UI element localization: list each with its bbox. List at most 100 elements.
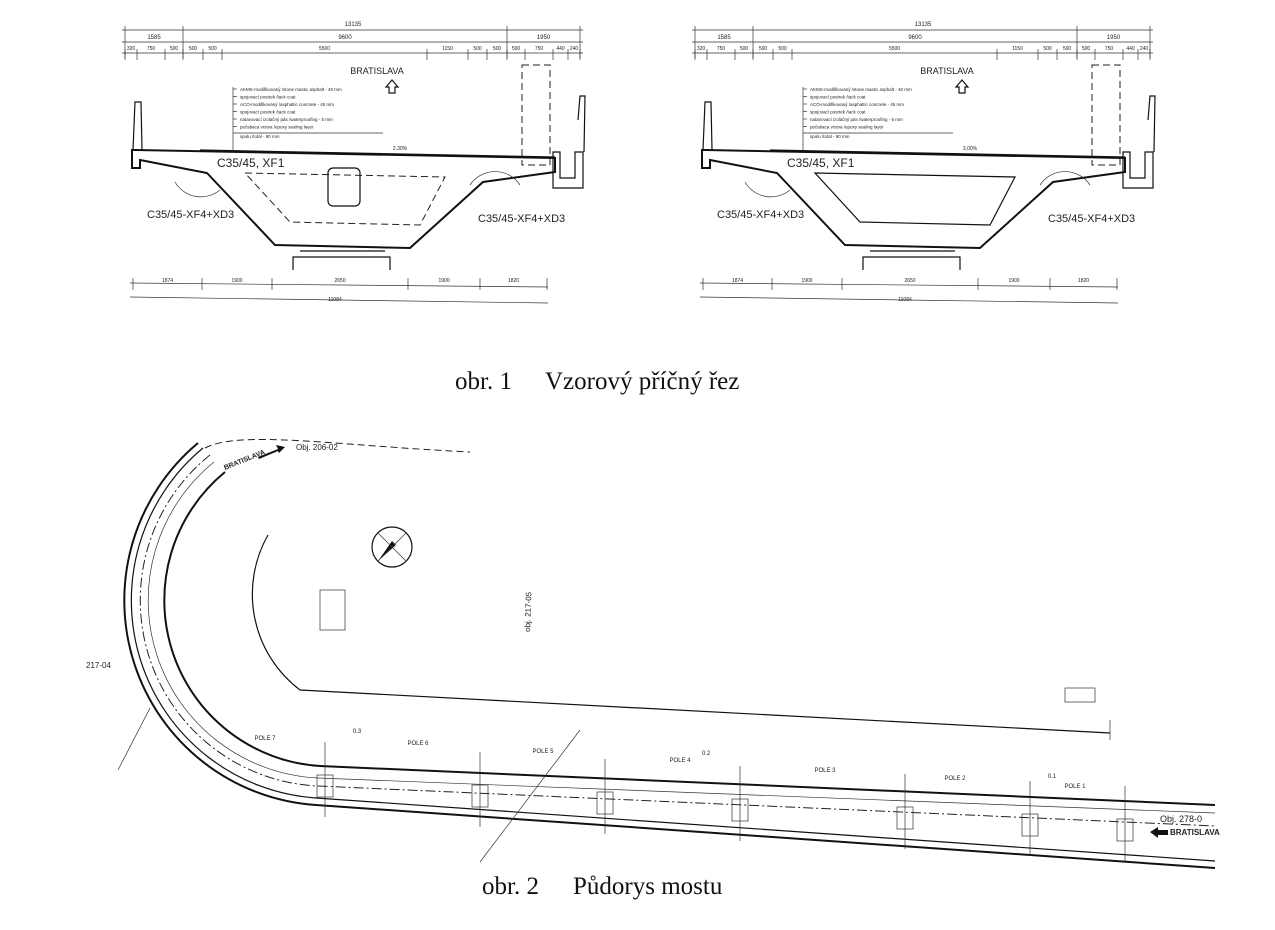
figure-2-caption: obr. 2 Půdorys mostu [482, 873, 723, 900]
dimension-tier3: 500 [759, 46, 768, 52]
drawing-line [129, 282, 549, 288]
cornice-concrete-left: C35/45-XF4+XD3 [147, 209, 234, 221]
dimension-bottom: 1874 [732, 278, 743, 284]
cornice-concrete-right: C35/45-XF4+XD3 [478, 213, 565, 225]
deck-inner-edge [163, 471, 1216, 806]
dimension-tier3: 1150 [442, 46, 453, 52]
clearance-outline [521, 64, 551, 166]
right-railing [1147, 95, 1156, 153]
span-label: POLE 6 [407, 741, 429, 747]
support-label: 0.2 [702, 751, 711, 757]
box-girder-outline [701, 149, 1126, 250]
pavement-layer-text: pečatiaca vrstva /epoxy sealing layer [240, 125, 314, 130]
span-label: POLE 3 [814, 768, 836, 774]
direction-arrow-icon [384, 79, 400, 94]
pavement-layer-text: spojovací postrek /tack coat [240, 95, 296, 100]
dimension-tier3: 500 [512, 46, 521, 52]
pavement-layer-text: ACO-modifikovaný /asphaltic concrete - 4… [810, 102, 904, 107]
dimension-tier2: 9600 [338, 35, 352, 41]
dimension-tier2: 1585 [147, 35, 161, 41]
direction-label-top: BRATISLAVA [223, 449, 266, 472]
box-void [243, 172, 446, 226]
figure-2-title: Půdorys mostu [573, 873, 723, 900]
pavement-layer-text: AKMS-modifikovaný /stone mastic asphalt … [240, 87, 342, 92]
dimension-tier3: 750 [147, 46, 156, 52]
span-label: POLE 2 [944, 776, 966, 782]
dimension-overall: 13135 [915, 22, 932, 28]
pavement-layer-text: AKMS-modifikovaný /stone mastic asphalt … [810, 87, 912, 92]
pavement-layer-text: spojovací postrek /tack coat [240, 110, 296, 115]
right-cornice [1122, 151, 1154, 189]
alignment-curve [204, 438, 471, 453]
dimension-bottom: 1900 [438, 278, 449, 284]
box-void [813, 172, 1016, 226]
arrow-right-icon [258, 445, 285, 459]
span-label: POLE 1 [1064, 784, 1086, 790]
direction-label: BRATISLAVA [920, 66, 974, 76]
drawing-line [699, 296, 1119, 304]
deck-outer-edge-2 [130, 447, 1216, 862]
dimension-tier3: 320 [697, 46, 706, 52]
object-label-right: Obj. 278-0 [1160, 814, 1202, 824]
dimension-tier2: 1950 [1107, 35, 1121, 41]
clearance-outline [1091, 64, 1121, 166]
deck-concrete-label: C35/45, XF1 [787, 156, 855, 170]
dimension-tier3: 1150 [1012, 46, 1023, 52]
dimension-tier2: 9600 [908, 35, 922, 41]
north-arrow-circle [371, 526, 413, 568]
pavement-layer-text: pečatiaca vrstva /epoxy sealing layer [810, 125, 884, 130]
dimension-overall: 13135 [345, 22, 362, 28]
span-label: POLE 5 [532, 749, 554, 755]
dimension-tier3: 500 [778, 46, 787, 52]
dimension-tier2: 1950 [537, 35, 551, 41]
dimension-tier3: 440 [556, 46, 565, 52]
dimension-tier3: 500 [1082, 46, 1091, 52]
left-railing [702, 101, 713, 151]
object-label-top: Obj. 206-02 [296, 443, 338, 452]
pavement-layer-text: natavovací izolačný pás /waterproofing -… [810, 117, 903, 122]
direction-label-bottom: BRATISLAVA [1170, 828, 1220, 837]
deck-concrete-label: C35/45, XF1 [217, 156, 285, 170]
right-railing [577, 95, 586, 153]
dimension-tier3: 500 [1043, 46, 1052, 52]
right-cornice [552, 151, 584, 189]
deck-outer-edge [123, 442, 1216, 869]
direction-arrow-icon [954, 79, 970, 94]
bearing [862, 250, 961, 270]
dimension-bottom: 1874 [162, 278, 173, 284]
dimension-arc [251, 534, 1111, 734]
dimension-bottom: 2650 [334, 278, 345, 284]
dimension-bottom-overall: 11084 [898, 297, 912, 303]
pavement-layer-text: spojovací postrek /tack coat [810, 95, 866, 100]
crossfall-label: 3,00% [963, 146, 978, 152]
figure-1-caption: obr. 1 Vzorový příčný řez [455, 368, 739, 395]
box-girder-outline [131, 149, 556, 250]
angle-arc [469, 171, 521, 186]
drawing-line [129, 296, 549, 304]
dimension-tier3: 500 [170, 46, 179, 52]
figure-1-number: obr. 1 [455, 368, 512, 395]
dimension-bottom: 1900 [801, 278, 812, 284]
pavement-layer [199, 149, 556, 158]
deck-line [147, 461, 1216, 814]
figure-2-number: obr. 2 [482, 873, 539, 900]
dimension-tier2: 1585 [717, 35, 731, 41]
dimension-tier3: 500 [208, 46, 217, 52]
direction-label: BRATISLAVA [350, 66, 404, 76]
angle-arc [744, 181, 791, 198]
object-label-middle: obj. 217-05 [523, 591, 533, 632]
figure-1-title: Vzorový příčný řez [545, 368, 739, 395]
dimension-bottom: 2650 [904, 278, 915, 284]
dimension-tier3: 500 [189, 46, 198, 52]
dimension-bottom: 1820 [508, 278, 519, 284]
dimension-tier3: 750 [1105, 46, 1114, 52]
pavement-layer-text: spojovací postrek /tack coat [810, 110, 866, 115]
crossfall-label: 2,30% [393, 146, 408, 152]
arrow-left-icon [1150, 827, 1168, 838]
dimension-tier3: 440 [1126, 46, 1135, 52]
dimension-tier3: 750 [535, 46, 544, 52]
pavement-total-text: spolu /total - 90 mm [240, 134, 280, 139]
dimension-bottom-overall: 11084 [328, 297, 342, 303]
